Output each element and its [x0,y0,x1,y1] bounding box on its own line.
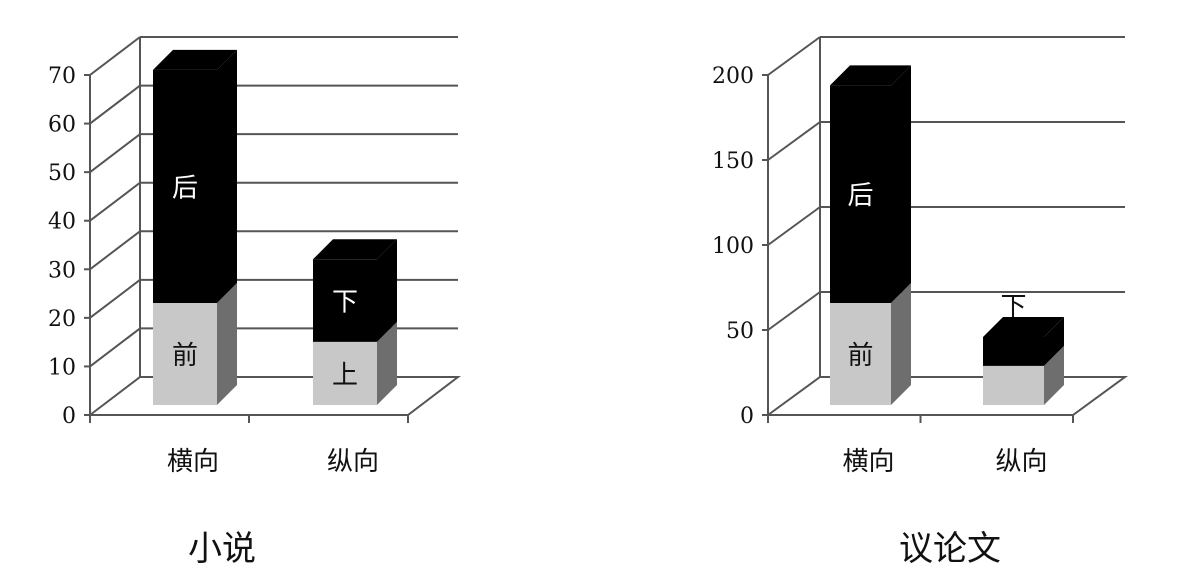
bar-segment [153,303,217,405]
bar-top [313,239,397,260]
bar-segment-label: 前 [847,341,873,371]
y-tick-label: 60 [48,113,76,138]
bar-segment [313,259,377,342]
gridline-side [89,84,141,125]
y-tick-label: 100 [712,234,754,259]
y-tick-label: 150 [712,149,754,174]
x-category-label: 纵向 [995,447,1047,477]
gridline-side [89,133,141,173]
bar-segment-side [891,283,911,405]
bar-segment [313,341,377,405]
gridline-side [89,230,141,271]
bar-segment-side [217,283,237,405]
bar-segment-side [1044,317,1064,366]
x-category-label: 纵向 [327,447,379,477]
gridline-side [89,279,141,319]
chart-title: 议论文 [899,529,1001,569]
plot-floor [764,376,1129,416]
bar-top [830,65,911,86]
bar-segment [983,337,1044,366]
bar-segment-label: 后 [847,181,873,211]
bar-top [153,49,237,70]
y-tick-label: 50 [48,161,76,186]
x-category-label: 横向 [842,447,894,477]
y-tick-label: 200 [712,64,754,89]
gridline-side [767,36,821,76]
gridline-side [89,327,141,368]
bar-segment [830,85,891,304]
bar-top [983,317,1064,337]
bar-segment [830,303,891,405]
bar-segment-side [1044,345,1064,405]
bar-segment-label: 下 [1000,292,1026,322]
y-tick-label: 10 [48,355,76,380]
y-tick-label: 20 [48,307,76,332]
bar-segment-label: 上 [332,360,358,390]
gridline-side [767,121,821,161]
y-tick-label: 50 [726,319,754,344]
chart-title: 小说 [188,529,256,569]
y-tick-label: 70 [48,64,76,89]
y-tick-label: 40 [48,210,76,235]
bar-segment-side [377,239,397,342]
y-tick-label: 0 [62,404,76,429]
bar-segment-side [891,65,911,304]
bar-segment [983,365,1044,405]
gridline-side [767,206,821,246]
bar-segment [153,69,217,303]
chart-argumentative: 050100150200前后横向上下纵向议论文 [712,36,1129,569]
gridline-side [89,181,141,222]
bar-segment-label: 前 [172,341,198,371]
bar-segment-side [377,321,397,405]
gridline-side [89,36,141,76]
gridline-side [767,291,821,331]
y-tick-label: 30 [48,258,76,283]
bar-segment-side [217,49,237,303]
bar-segment-label: 下 [332,288,358,318]
bar-segment-label: 后 [172,173,198,203]
x-category-label: 横向 [167,447,219,477]
y-tick-label: 0 [740,404,754,429]
plot-floor [87,376,461,416]
